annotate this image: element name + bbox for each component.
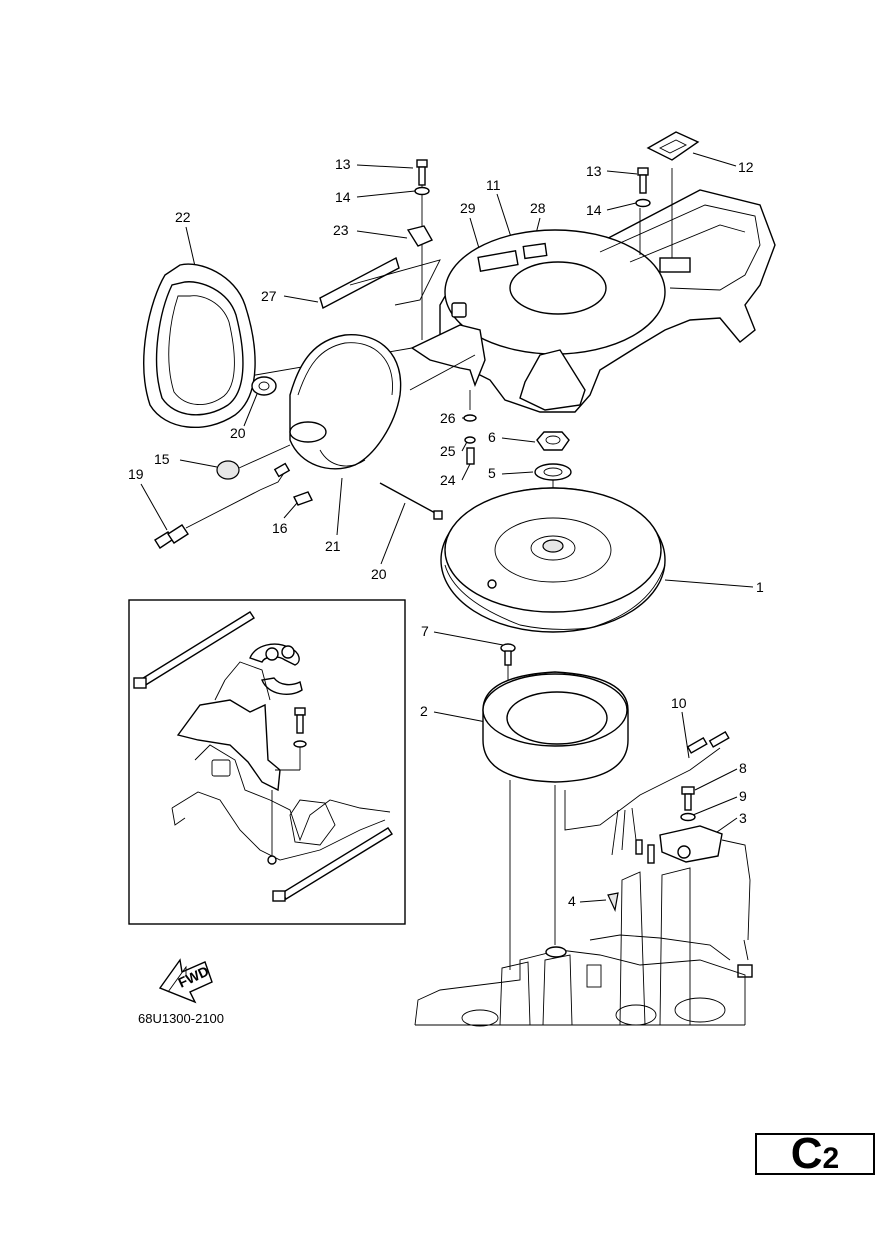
clip-23 [406,225,433,247]
callout-4: 4 [568,893,576,909]
crankcase [414,867,746,1027]
callout-13b: 13 [586,163,602,179]
callout-10: 10 [671,695,687,711]
callout-27: 27 [261,288,277,304]
section-letter: C [790,1129,823,1178]
callout-2: 2 [420,703,428,719]
callout-14a: 14 [335,189,351,205]
callout-22: 22 [175,209,191,225]
callout-3: 3 [739,810,747,826]
callout-28: 28 [530,200,546,216]
callout-11: 11 [486,177,501,193]
fastener-stack-24-26 [463,390,477,465]
callout-19: 19 [128,466,144,482]
callout-13a: 13 [335,156,351,172]
washer-14a [414,186,430,196]
cable-tie-18a [133,611,255,689]
pulser-coil-3 [659,825,753,978]
callout-24: 24 [440,472,456,488]
callout-6: 6 [488,429,496,445]
callout-7: 7 [421,623,429,639]
callout-5: 5 [488,465,496,481]
grommet-20a [251,376,277,396]
stator-2 [482,671,629,970]
bolt-13c [294,707,306,734]
callout-20b: 20 [371,566,387,582]
seal-22 [143,263,256,428]
grommet-plate-12 [646,131,700,161]
callout-20a: 20 [230,425,246,441]
washer-9 [680,812,696,822]
callout-12: 12 [738,159,754,175]
nut-6 [536,431,570,451]
silencer-21 [289,334,402,470]
flywheel-cover [439,168,776,413]
callout-25: 25 [440,443,456,459]
cable-tie-20b [379,482,443,520]
callout-9: 9 [739,788,747,804]
inset-detail-box [128,599,406,925]
section-code-box: C 2 [755,1129,875,1178]
callout-8: 8 [739,760,747,776]
forward-arrow: FWD [158,958,213,1004]
clamp-17 [249,643,303,696]
screw-7 [500,643,516,700]
callout-14b: 14 [586,202,602,218]
inset-cover-portion [171,744,391,865]
callout-23: 23 [333,222,349,238]
washer-14c [275,740,307,771]
wiring-10 [564,730,730,864]
bolt-8 [681,786,695,811]
decal-27 [319,256,441,310]
label-16 [293,491,313,506]
bolt-13b [637,167,649,194]
cable-tie-18b [272,827,393,902]
diagram-part-number: 68U1300-2100 [138,1011,224,1026]
callout-29: 29 [460,200,476,216]
callout-1: 1 [756,579,764,595]
woodruff-key-4 [607,892,619,912]
callout-15: 15 [154,451,170,467]
callout-16: 16 [272,520,288,536]
bolt-13a [416,159,428,340]
section-number: 2 [822,1142,840,1175]
washer-14b [635,198,651,208]
flywheel-1 [440,487,666,633]
plug-15 [216,444,291,480]
callout-26: 26 [440,410,456,426]
cable-19 [154,462,291,549]
callout-21: 21 [325,538,341,554]
